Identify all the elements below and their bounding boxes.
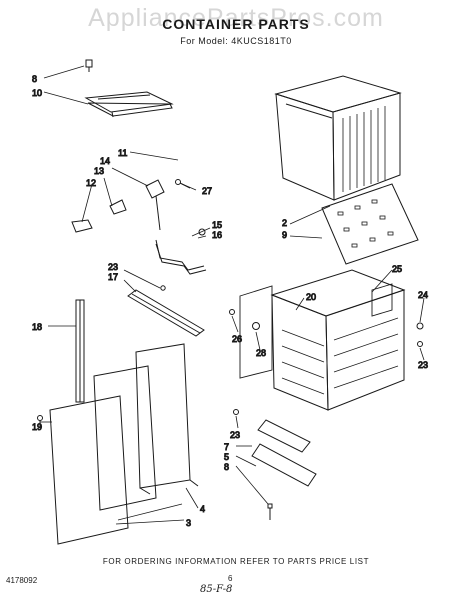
callout-19: 19 — [32, 422, 42, 432]
callout-23c: 23 — [230, 430, 240, 440]
callout-4: 4 — [200, 504, 205, 514]
diagram-title: CONTAINER PARTS — [162, 16, 310, 32]
callout-13: 13 — [94, 166, 104, 176]
callout-23a: 23 — [108, 262, 118, 272]
leader-lines — [40, 65, 425, 525]
page-number: 6 — [228, 574, 233, 583]
top-tray — [84, 91, 174, 118]
callout-11b: 11 — [118, 148, 127, 158]
rear-panel — [321, 183, 419, 265]
lower-brackets — [251, 419, 317, 520]
callout-labels: 8 10 11 14 13 12 27 15 16 23 17 18 19 2 … — [32, 74, 429, 529]
callout-26: 27 — [202, 186, 212, 196]
ordering-note: FOR ORDERING INFORMATION REFER TO PARTS … — [102, 557, 370, 566]
callout-11c: 8 — [224, 462, 229, 472]
callout-16: 16 — [212, 230, 222, 240]
handwritten-note: 85-F-8 — [200, 584, 233, 595]
callout-24: 24 — [418, 290, 428, 300]
model-label: For Model: 4KUCS181T0 — [180, 36, 292, 46]
ice-bin — [274, 75, 402, 201]
callout-27: 26 — [232, 334, 242, 344]
callout-10: 10 — [32, 88, 42, 98]
mounting-rail — [127, 285, 205, 337]
callout-12: 12 — [86, 178, 96, 188]
callout-2: 2 — [282, 218, 287, 228]
screws — [37, 179, 424, 428]
watermark: AppliancePartsPros.com — [88, 4, 384, 32]
part-number: 4178092 — [6, 576, 38, 585]
callout-7: 5 — [224, 452, 229, 462]
callout-8: 7 — [224, 442, 229, 452]
callout-25: 25 — [392, 264, 402, 274]
side-rail — [75, 299, 85, 403]
callout-14: 14 — [100, 156, 110, 166]
door-panels — [49, 343, 199, 545]
callout-17: 17 — [108, 272, 118, 282]
callout-23b: 23 — [418, 360, 428, 370]
callout-15: 15 — [212, 220, 222, 230]
callout-18: 18 — [32, 322, 42, 332]
callout-28: 28 — [256, 348, 266, 358]
callout-20: 20 — [306, 292, 316, 302]
wire-harness — [155, 228, 207, 275]
callout-3: 3 — [186, 518, 191, 528]
callout-11a: 8 — [32, 74, 37, 84]
callout-9: 9 — [282, 230, 287, 240]
container-housing — [239, 269, 406, 411]
screw-top — [85, 59, 93, 72]
